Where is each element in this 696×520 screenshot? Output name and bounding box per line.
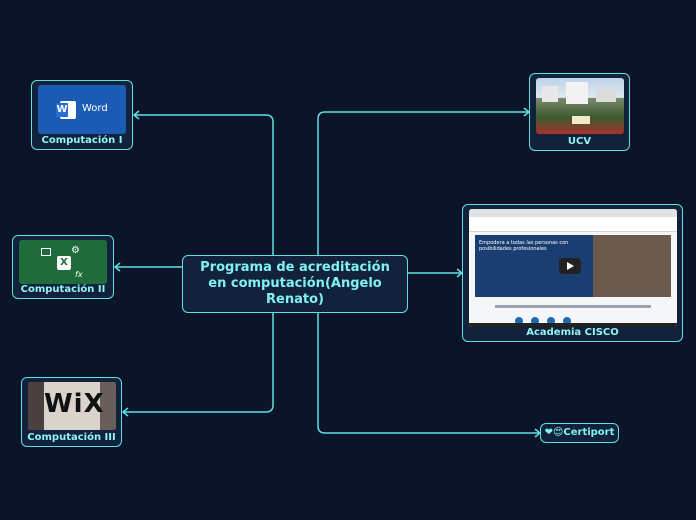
node-ucv[interactable]: UCV — [529, 73, 630, 151]
node-label: Computación II — [20, 284, 106, 295]
link-comp3 — [123, 313, 274, 413]
wix-logo-text: WiX — [44, 389, 105, 419]
node-label: UCV — [567, 136, 592, 147]
central-topic-label: Programa de acreditación en computación(… — [200, 260, 390, 307]
node-label: Computación III — [27, 432, 116, 443]
node-academia-cisco[interactable]: Empodera a todas las personas con posibi… — [462, 204, 683, 342]
link-comp1 — [134, 114, 274, 255]
excel-thumbnail: X ⚙ fx — [19, 240, 107, 284]
function-icon: fx — [75, 270, 83, 279]
word-logo-icon: W — [56, 101, 76, 119]
ucv-campus-photo — [536, 78, 624, 134]
chart-icon — [41, 248, 51, 256]
word-text: Word — [82, 103, 108, 114]
play-icon — [559, 258, 581, 274]
node-label: Academia CISCO — [526, 327, 619, 338]
wix-thumbnail: WiX — [28, 382, 116, 430]
cisco-website-screenshot: Empodera a todas las personas con posibi… — [469, 209, 677, 327]
heart-eyes-emoji-icon: ❤😍 — [544, 427, 564, 438]
node-computacion-3[interactable]: WiX Computación III — [21, 377, 122, 447]
cisco-hero-heading: Empodera a todas las personas con posibi… — [479, 240, 569, 252]
link-ucv — [317, 111, 529, 255]
node-certiport[interactable]: ❤😍Certiport — [540, 423, 619, 443]
word-thumbnail: W Word — [38, 85, 126, 134]
node-computacion-1[interactable]: W Word Computación I — [31, 80, 133, 150]
gear-icon: ⚙ — [71, 245, 80, 256]
node-label: Computación I — [41, 135, 123, 146]
central-topic[interactable]: Programa de acreditación en computación(… — [182, 255, 408, 313]
node-label: Certiport — [563, 427, 615, 438]
excel-logo-icon: X — [57, 256, 71, 270]
link-certiport — [317, 313, 540, 434]
node-computacion-2[interactable]: X ⚙ fx Computación II — [12, 235, 114, 299]
